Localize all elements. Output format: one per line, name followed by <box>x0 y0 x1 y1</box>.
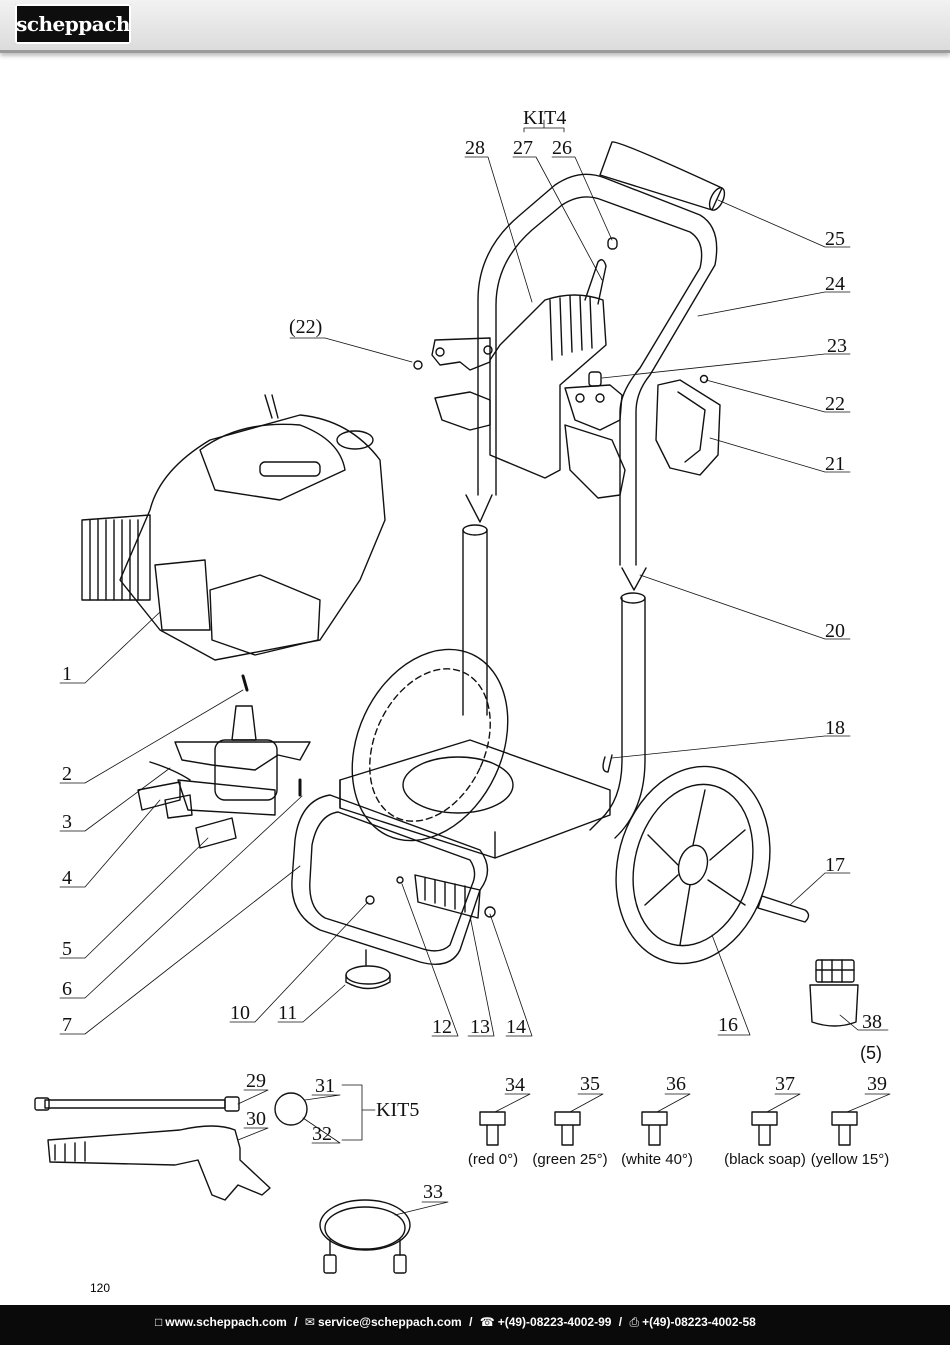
footer-separator: / <box>618 1315 623 1329</box>
cap-part <box>607 237 618 250</box>
label-part-25: 25 <box>825 228 845 250</box>
screw-part <box>699 374 709 384</box>
label-part-11: 11 <box>278 1002 297 1024</box>
o-ring-part <box>274 1092 308 1126</box>
leader-lines <box>59 119 891 1216</box>
footer-separator: / <box>294 1315 298 1329</box>
screw-part <box>396 876 404 884</box>
nozzle-captions: (red 0°) (green 25°) (white 40°) (black … <box>468 1151 889 1168</box>
footer-fax: +(49)-08223-4002-58 <box>642 1315 756 1329</box>
spacer-part <box>588 371 602 387</box>
hose-holder-part <box>414 874 481 919</box>
label-part-28: 28 <box>465 137 485 159</box>
base-frame-part <box>291 739 611 965</box>
mail-icon: ✉ <box>304 1315 315 1329</box>
label-part-23: 23 <box>827 335 847 357</box>
label-part-2: 2 <box>62 763 72 785</box>
rear-wheel-part <box>351 648 509 842</box>
wheel-part <box>615 765 771 965</box>
label-part-10: 10 <box>230 1002 250 1024</box>
adapter-part <box>809 959 859 1027</box>
label-kit4: KIT4 <box>523 107 566 129</box>
lower-tube-part <box>462 524 646 839</box>
fax-icon: ⎙ <box>629 1315 640 1329</box>
page-footer: □www.scheppach.com / ✉service@scheppach.… <box>0 1305 950 1345</box>
screw-part <box>413 360 423 370</box>
footer-contact: □www.scheppach.com / ✉service@scheppach.… <box>155 1315 756 1330</box>
label-part-32: 32 <box>312 1123 332 1145</box>
gun-holder-part <box>655 379 721 476</box>
label-part-4: 4 <box>62 867 72 889</box>
label-part-16: 16 <box>718 1014 738 1036</box>
outlet-coupling-part <box>195 817 237 849</box>
label-part-18: 18 <box>825 717 845 739</box>
pin-part <box>241 674 249 692</box>
label-part-33: 33 <box>423 1181 443 1203</box>
footer-separator: / <box>469 1315 473 1329</box>
nozzle-caption: (yellow 15°) <box>811 1151 890 1168</box>
label-part-13: 13 <box>470 1016 490 1038</box>
nozzle-part <box>479 1111 858 1146</box>
lynch-pin-part <box>602 754 613 773</box>
globe-icon: □ <box>155 1315 163 1329</box>
footer-phone: +(49)-08223-4002-99 <box>497 1315 612 1329</box>
washer-part <box>484 906 496 918</box>
label-part-37: 37 <box>775 1073 795 1095</box>
footer-website[interactable]: www.scheppach.com <box>165 1315 287 1329</box>
spray-gun-part <box>47 1125 271 1201</box>
label-part-17: 17 <box>825 854 845 876</box>
footer-email[interactable]: service@scheppach.com <box>317 1315 462 1329</box>
page-number: 120 <box>90 1281 111 1295</box>
label-part-22: 22 <box>825 393 845 415</box>
pump-part <box>137 705 311 849</box>
label-part-3: 3 <box>62 811 72 833</box>
nut-part <box>365 895 375 905</box>
hose-part <box>319 1199 411 1274</box>
nozzle-caption: (white 40°) <box>621 1151 693 1168</box>
page-header: scheppach <box>0 0 950 53</box>
phone-icon: ☎ <box>479 1315 495 1329</box>
label-part-27: 27 <box>513 137 533 159</box>
handle-frame-part <box>477 141 726 566</box>
label-part-38-quantity: (5) <box>860 1043 882 1063</box>
label-part-36: 36 <box>666 1073 686 1095</box>
axle-part <box>757 895 810 923</box>
foot-part <box>345 949 391 990</box>
label-part-30: 30 <box>246 1108 266 1130</box>
label-part-29: 29 <box>246 1070 266 1092</box>
hook-panel-part <box>489 237 618 479</box>
label-part-22-ref: (22) <box>289 316 322 338</box>
label-part-14: 14 <box>506 1016 526 1038</box>
label-part-5: 5 <box>62 938 72 960</box>
label-part-20: 20 <box>825 620 845 642</box>
label-part-35: 35 <box>580 1073 600 1095</box>
label-part-1: 1 <box>62 663 72 685</box>
label-part-6: 6 <box>62 978 72 1000</box>
nozzle-caption: (black soap) <box>724 1151 806 1168</box>
label-part-7: 7 <box>62 1014 72 1036</box>
label-kit5: KIT5 <box>376 1099 419 1121</box>
nozzle-caption: (green 25°) <box>532 1151 607 1168</box>
label-part-21: 21 <box>825 453 845 475</box>
label-part-26: 26 <box>552 137 572 159</box>
brand-logo: scheppach <box>15 4 131 44</box>
label-part-24: 24 <box>825 273 845 295</box>
label-part-31: 31 <box>315 1075 335 1097</box>
nozzle-caption: (red 0°) <box>468 1151 518 1168</box>
label-part-34: 34 <box>505 1074 525 1096</box>
label-part-38: 38 <box>862 1011 882 1033</box>
label-part-39: 39 <box>867 1073 887 1095</box>
part-labels: KIT4 28 27 26 25 24 23 22 (22) 21 20 18 … <box>62 107 887 1203</box>
lance-part <box>34 1096 240 1112</box>
inlet-fitting-part <box>137 781 181 811</box>
label-part-12: 12 <box>432 1016 452 1038</box>
engine-part <box>81 394 386 661</box>
